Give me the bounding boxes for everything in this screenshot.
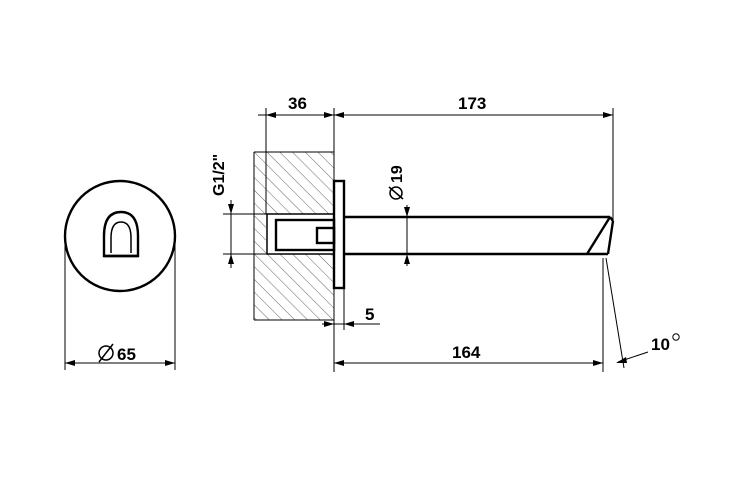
thread-arrow-bottom <box>228 254 234 264</box>
dim-label-65: 65 <box>117 345 136 364</box>
arrow-164-left <box>334 360 344 366</box>
dia19-arrow-top <box>404 207 410 217</box>
front-view: 65 <box>63 179 177 370</box>
arrow-173-left <box>334 112 344 118</box>
dia19-arrow-bottom <box>404 254 410 264</box>
wall-plate-circle <box>63 179 177 293</box>
spout-outlet <box>102 210 140 258</box>
spout-outlet-inner <box>110 221 132 253</box>
degree-symbol-icon <box>672 333 680 341</box>
arrow-36-right <box>324 112 334 118</box>
thread-arrow-top <box>228 204 234 214</box>
dia19-label-group: 19 <box>388 165 406 200</box>
arrow-164-right <box>593 360 603 366</box>
dim-label-164: 164 <box>452 343 481 362</box>
arrow-5-left <box>324 321 334 327</box>
arrow-right <box>165 360 175 366</box>
spout-tip-bevel <box>585 216 612 255</box>
dim-label-19: 19 <box>389 165 406 183</box>
angle-ext-line <box>605 257 625 369</box>
arrow-5-right <box>344 321 354 327</box>
angle-arrow <box>616 357 627 363</box>
dim-label-5: 5 <box>365 305 374 324</box>
diameter-symbol-icon <box>98 345 114 361</box>
diameter-slash <box>98 343 114 363</box>
side-view: G1/2" 36 173 19 5 1 <box>211 94 680 372</box>
diameter-symbol-icon <box>389 186 403 200</box>
diameter-slash <box>388 186 404 200</box>
dim-label-36: 36 <box>288 94 307 113</box>
cover-plate <box>332 179 346 290</box>
arrow-36-left <box>266 112 276 118</box>
arrow-173-right <box>603 112 613 118</box>
arrow-left <box>65 360 75 366</box>
dim-label-173: 173 <box>458 94 486 113</box>
spout-tip-front <box>606 220 615 255</box>
dim-label-angle: 10 <box>651 335 670 354</box>
dim-label-thread: G1/2" <box>211 154 228 196</box>
